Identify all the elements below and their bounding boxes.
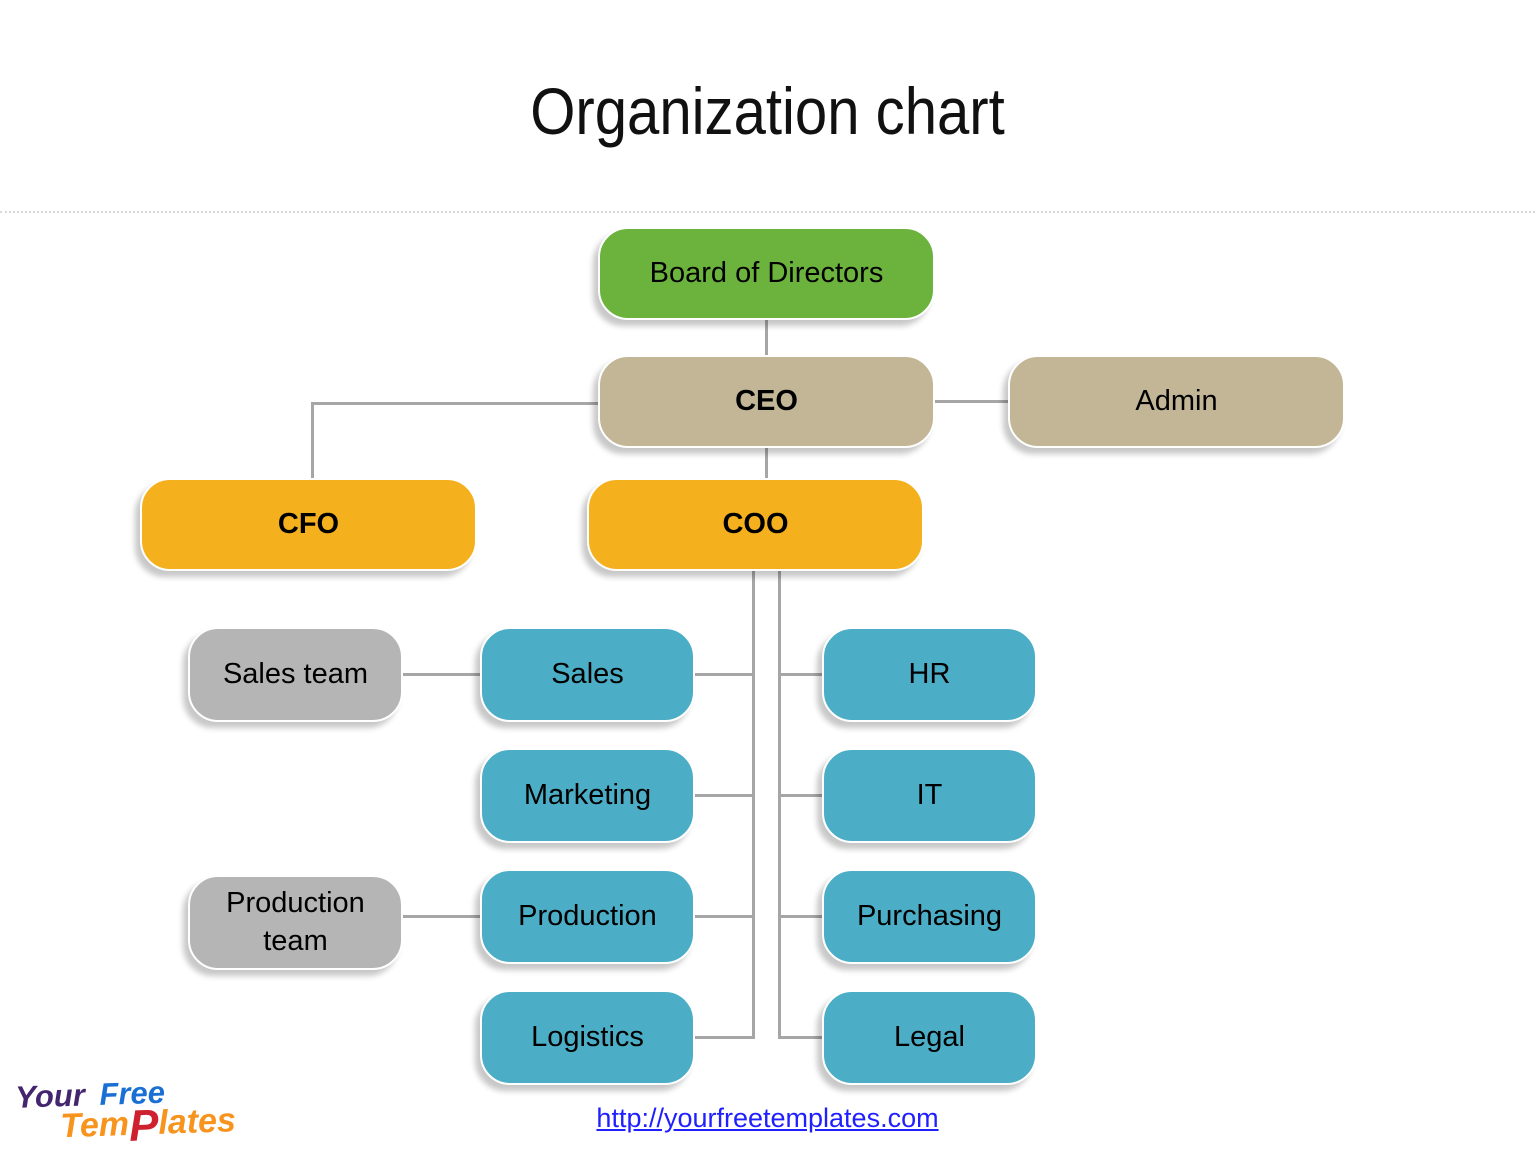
connector-board-ceo xyxy=(765,320,768,355)
connector-logistics-trunk xyxy=(695,1036,752,1039)
node-hr-label: HR xyxy=(908,657,951,690)
footer: http://yourfreetemplates.com xyxy=(0,1103,1535,1134)
connector-prodteam-production xyxy=(403,915,480,918)
page-title: Organization chart xyxy=(530,74,1005,148)
node-legal: Legal xyxy=(822,990,1037,1085)
node-admin: Admin xyxy=(1008,355,1345,448)
node-purchasing: Purchasing xyxy=(822,869,1037,964)
node-sales: Sales xyxy=(480,627,695,722)
node-logistics-label: Logistics xyxy=(531,1020,644,1053)
connector-trunk-right xyxy=(778,571,781,1039)
node-board-of-directors: Board of Directors xyxy=(598,227,935,320)
connector-ceo-cfo-horizontal xyxy=(311,402,598,405)
connector-marketing-trunk xyxy=(695,794,752,797)
connector-salesteam-sales xyxy=(403,673,480,676)
node-production: Production xyxy=(480,869,695,964)
node-sales-label: Sales xyxy=(551,657,624,690)
node-ceo-label: CEO xyxy=(735,384,798,417)
node-it: IT xyxy=(822,748,1037,843)
node-admin-label: Admin xyxy=(1135,384,1218,417)
node-production-team-label: Production team xyxy=(226,886,365,957)
connector-ceo-coo xyxy=(765,448,768,478)
title-divider-line xyxy=(0,211,1535,213)
node-ceo: CEO xyxy=(598,355,935,448)
connector-trunk-left xyxy=(752,571,755,1039)
node-board-label: Board of Directors xyxy=(649,256,884,289)
footer-link[interactable]: http://yourfreetemplates.com xyxy=(596,1103,939,1133)
node-cfo-label: CFO xyxy=(277,507,340,540)
node-purchasing-label: Purchasing xyxy=(856,899,1003,932)
node-coo-label: COO xyxy=(722,507,789,540)
connector-trunk-purchasing xyxy=(778,915,822,918)
connector-trunk-hr xyxy=(778,673,822,676)
node-logistics: Logistics xyxy=(480,990,695,1085)
node-coo: COO xyxy=(587,478,924,571)
node-marketing-label: Marketing xyxy=(523,778,652,811)
node-cfo: CFO xyxy=(140,478,477,571)
node-production-team: Production team xyxy=(188,875,403,970)
node-it-label: IT xyxy=(916,778,943,811)
node-sales-team-label: Sales team xyxy=(222,657,369,690)
node-sales-team: Sales team xyxy=(188,627,403,722)
connector-trunk-legal xyxy=(778,1036,822,1039)
node-marketing: Marketing xyxy=(480,748,695,843)
node-production-label: Production xyxy=(518,899,657,932)
connector-production-trunk xyxy=(695,915,752,918)
connector-ceo-admin xyxy=(935,400,1008,403)
node-hr: HR xyxy=(822,627,1037,722)
connector-ceo-cfo-vertical xyxy=(311,402,314,478)
connector-trunk-it xyxy=(778,794,822,797)
node-legal-label: Legal xyxy=(894,1020,965,1053)
connector-sales-trunk xyxy=(695,673,752,676)
